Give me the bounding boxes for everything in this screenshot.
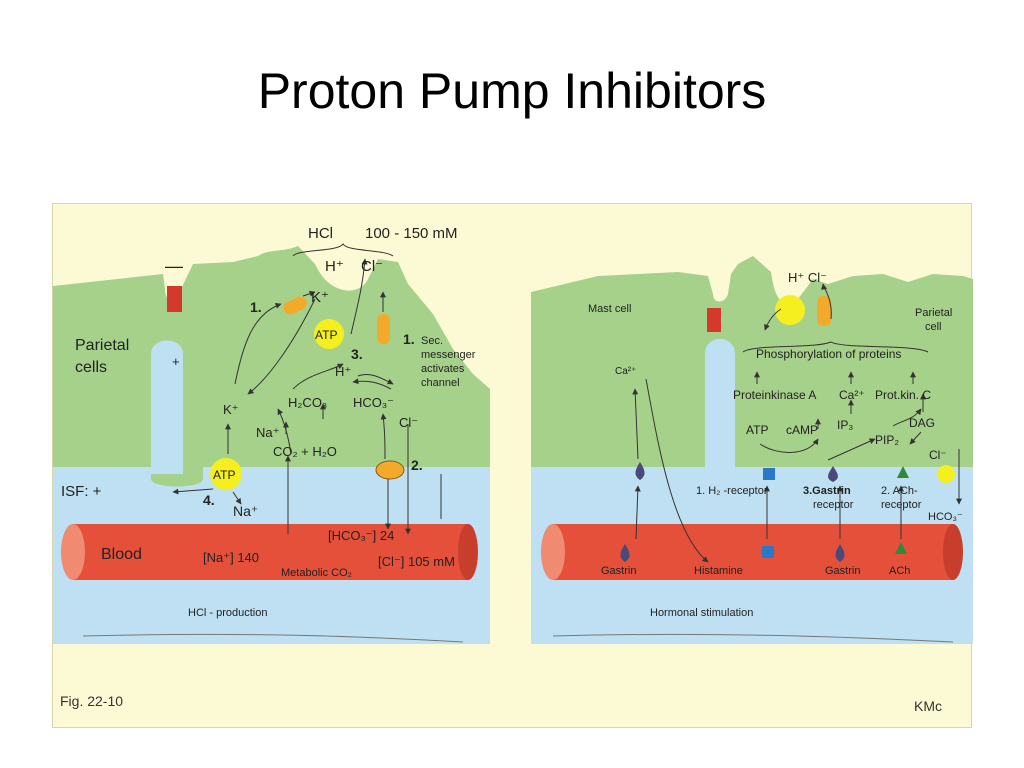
- gastrin-mast-receptor-icon: [635, 462, 645, 480]
- isf-label: ISF: +: [61, 483, 102, 500]
- blood-vessel-left: [61, 524, 478, 580]
- gastrin-ligand-2-icon: [835, 544, 845, 562]
- blood-label: Blood: [101, 546, 142, 563]
- left-panel: HCl 100 - 150 mM H⁺ Cl⁻ — + Parietal cel…: [53, 225, 490, 644]
- h-ion-label: H⁺: [325, 258, 344, 275]
- minus-sign: —: [165, 256, 183, 276]
- atp-pump-icon: [314, 319, 344, 349]
- author-initials: KMc: [914, 698, 942, 714]
- page-title: Proton Pump Inhibitors: [257, 63, 767, 119]
- proton-pump-right-icon: [775, 295, 805, 325]
- ca-mast-label: Ca²⁺: [615, 366, 636, 377]
- sec-line-3: activates: [421, 363, 465, 375]
- gastrin-receptor-label-1: 3.Gastrin: [803, 485, 851, 497]
- mast-cell-label: Mast cell: [588, 303, 631, 315]
- atp-base-label: ATP: [213, 468, 235, 482]
- sec-line-2: messenger: [421, 349, 476, 361]
- cl-right-label: Cl⁻: [399, 415, 418, 430]
- k-top-label: K⁺: [311, 289, 329, 306]
- canaliculus-right: [705, 339, 735, 474]
- canaliculus: [151, 340, 183, 474]
- ip3-label: IP₃: [837, 418, 853, 432]
- h-mid-label: H⁺: [335, 364, 351, 379]
- sec-line-1: Sec.: [421, 335, 443, 347]
- cl-ion-label: Cl⁻: [361, 258, 383, 275]
- step-4: 4.: [203, 492, 215, 508]
- na-bottom-label: Na⁺: [233, 503, 258, 519]
- ca-label: Ca²⁺: [839, 388, 865, 402]
- dag-label: DAG: [909, 416, 935, 430]
- parietal-right-label-1: Parietal: [915, 307, 952, 319]
- hco3-label: HCO₃⁻: [353, 395, 394, 410]
- hcl-brace: [292, 243, 394, 257]
- parietal-right-label-2: cell: [925, 321, 942, 333]
- h2-receptor-icon: [763, 468, 775, 480]
- h-cl-label: H⁺ Cl⁻: [788, 270, 827, 285]
- histamine-ligand-icon: [762, 546, 774, 558]
- ach-receptor-label-2: receptor: [881, 499, 922, 511]
- mast-cell: [531, 264, 738, 467]
- hco3-concentration: [HCO₃⁻] 24: [328, 528, 394, 543]
- atp-right-label: ATP: [746, 423, 768, 437]
- pump-k-icon: [283, 296, 307, 315]
- channel-red-right: [707, 308, 721, 332]
- hco3-right-label: HCO₃⁻: [928, 511, 963, 523]
- co2-h2o-label: CO₂ + H₂O: [273, 444, 337, 459]
- h2-receptor-label: 1. H₂ -receptor: [696, 485, 768, 497]
- gastrin-receptor-label-2: receptor: [813, 499, 854, 511]
- channel-red-left: [167, 286, 182, 312]
- parietal-label-2: cells: [75, 359, 107, 376]
- atp-nak-pump-icon: [210, 458, 242, 490]
- pka-label: Proteinkinase A: [733, 388, 816, 402]
- left-caption: HCl - production: [188, 607, 267, 619]
- arrows-right: [632, 283, 962, 563]
- blood-vessel-right: [541, 524, 963, 580]
- h2co3-label: H₂CO₃: [288, 395, 327, 410]
- caption-line-right: [552, 633, 954, 643]
- diagram-svg: HCl 100 - 150 mM H⁺ Cl⁻ — + Parietal cel…: [53, 225, 973, 644]
- parietal-label-1: Parietal: [75, 337, 129, 354]
- pkc-label: Prot.kin. C: [875, 388, 931, 402]
- gastrin-label-2: Gastrin: [825, 565, 860, 577]
- pip2-label: PIP₂: [875, 433, 899, 447]
- metabolic-co2-label: Metabolic CO₂: [281, 567, 352, 579]
- atp-pump-label: ATP: [315, 328, 337, 342]
- figure-number: Fig. 22-10: [60, 693, 124, 709]
- ach-receptor-label-1: 2. ACh-: [881, 485, 918, 497]
- step-2: 2.: [411, 457, 423, 473]
- gastrin-receptor-icon: [828, 466, 838, 482]
- na-concentration: [Na⁺] 140: [203, 550, 259, 565]
- phosphorylation-label: Phosphorylation of proteins: [756, 347, 901, 361]
- figure-panel: HCl 100 - 150 mM H⁺ Cl⁻ — + Parietal cel…: [52, 203, 973, 728]
- arrows-left: [172, 258, 411, 535]
- exchanger-icon: [375, 460, 405, 480]
- right-panel: Mast cell H⁺ Cl⁻ Parietal cell Phosphory…: [531, 256, 973, 644]
- histamine-label: Histamine: [694, 565, 743, 577]
- hco3-exchanger-icon: [937, 465, 955, 483]
- step-1a: 1.: [250, 299, 262, 315]
- phos-brace: [742, 341, 929, 353]
- hcl-concentration: 100 - 150 mM: [365, 225, 458, 242]
- step-3: 3.: [351, 346, 363, 362]
- caption-line-left: [82, 633, 464, 643]
- camp-label: cAMP: [786, 423, 818, 437]
- gastrin-label-1: Gastrin: [601, 565, 636, 577]
- plus-sign: +: [172, 354, 180, 369]
- sec-line-4: channel: [421, 377, 460, 389]
- na-left-label: Na⁺: [256, 425, 279, 440]
- chloride-channel-right-icon: [817, 296, 831, 326]
- hcl-label: HCl: [308, 225, 333, 242]
- ach-receptor-icon: [897, 466, 909, 478]
- cl-right-panel-label: Cl⁻: [929, 448, 947, 462]
- right-caption: Hormonal stimulation: [650, 607, 753, 619]
- k-left-label: K⁺: [223, 402, 239, 417]
- cl-concentration: [Cl⁻] 105 mM: [378, 554, 455, 569]
- parietal-cell-right: [738, 256, 973, 467]
- ach-label: ACh: [889, 565, 910, 577]
- chloride-channel-icon: [377, 314, 390, 344]
- step-1b: 1.: [403, 331, 415, 347]
- gastrin-ligand-icon: [620, 544, 630, 562]
- ach-ligand-icon: [895, 542, 907, 554]
